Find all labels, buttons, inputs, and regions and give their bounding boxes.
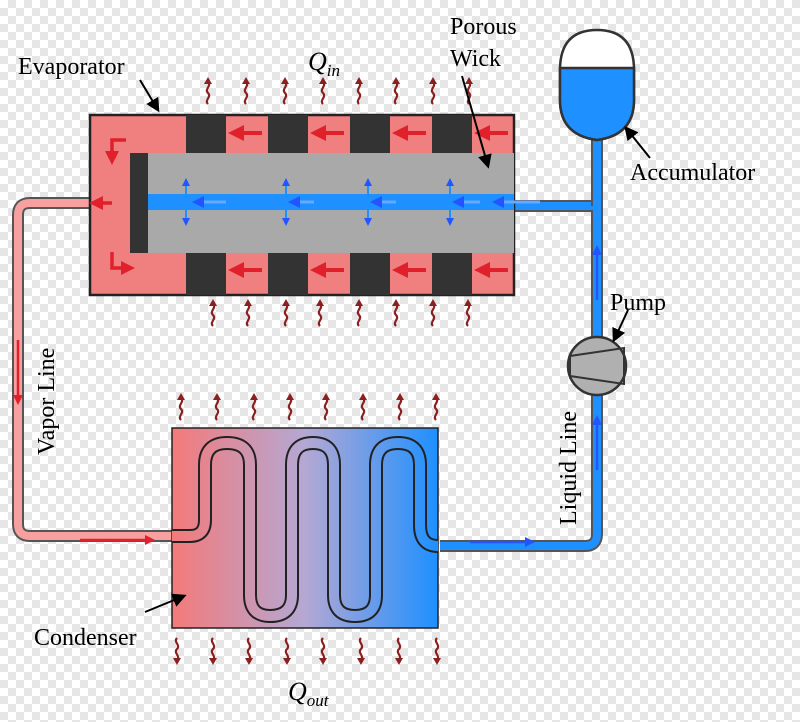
porous-wick-leader bbox=[461, 75, 492, 169]
vapor-line-pipe bbox=[12, 197, 180, 545]
condenser bbox=[171, 427, 439, 629]
heat-out-label: Qout bbox=[288, 677, 330, 710]
heat-in-waves-top bbox=[203, 76, 474, 106]
porous-wick-label-line2: Wick bbox=[450, 46, 501, 72]
evaporator-leader bbox=[139, 79, 160, 113]
porous-wick-label-line1: Porous bbox=[450, 14, 517, 40]
heat-out-waves-top bbox=[176, 392, 441, 422]
heat-in-waves-bottom bbox=[208, 298, 473, 328]
liquid-line-pipe bbox=[440, 130, 603, 552]
heat-in-label: Qin bbox=[308, 47, 340, 80]
accumulator-leader bbox=[624, 125, 651, 159]
vapor-line-label: Vapor Line bbox=[34, 348, 60, 455]
accumulator-label: Accumulator bbox=[630, 160, 755, 186]
evaporator-label: Evaporator bbox=[18, 54, 125, 80]
condenser-leader bbox=[144, 593, 187, 613]
liquid-arrows bbox=[182, 178, 540, 226]
condenser-label: Condenser bbox=[34, 625, 137, 651]
heat-out-waves-bottom bbox=[172, 636, 442, 666]
liquid-line-label: Liquid Line bbox=[556, 411, 582, 525]
pump-leader bbox=[612, 309, 629, 343]
pump bbox=[566, 335, 628, 397]
accumulator bbox=[558, 28, 636, 142]
pump-label: Pump bbox=[610, 290, 666, 316]
evaporator bbox=[88, 113, 540, 297]
liquid-core bbox=[148, 194, 514, 210]
vapor-arrows bbox=[89, 125, 508, 278]
